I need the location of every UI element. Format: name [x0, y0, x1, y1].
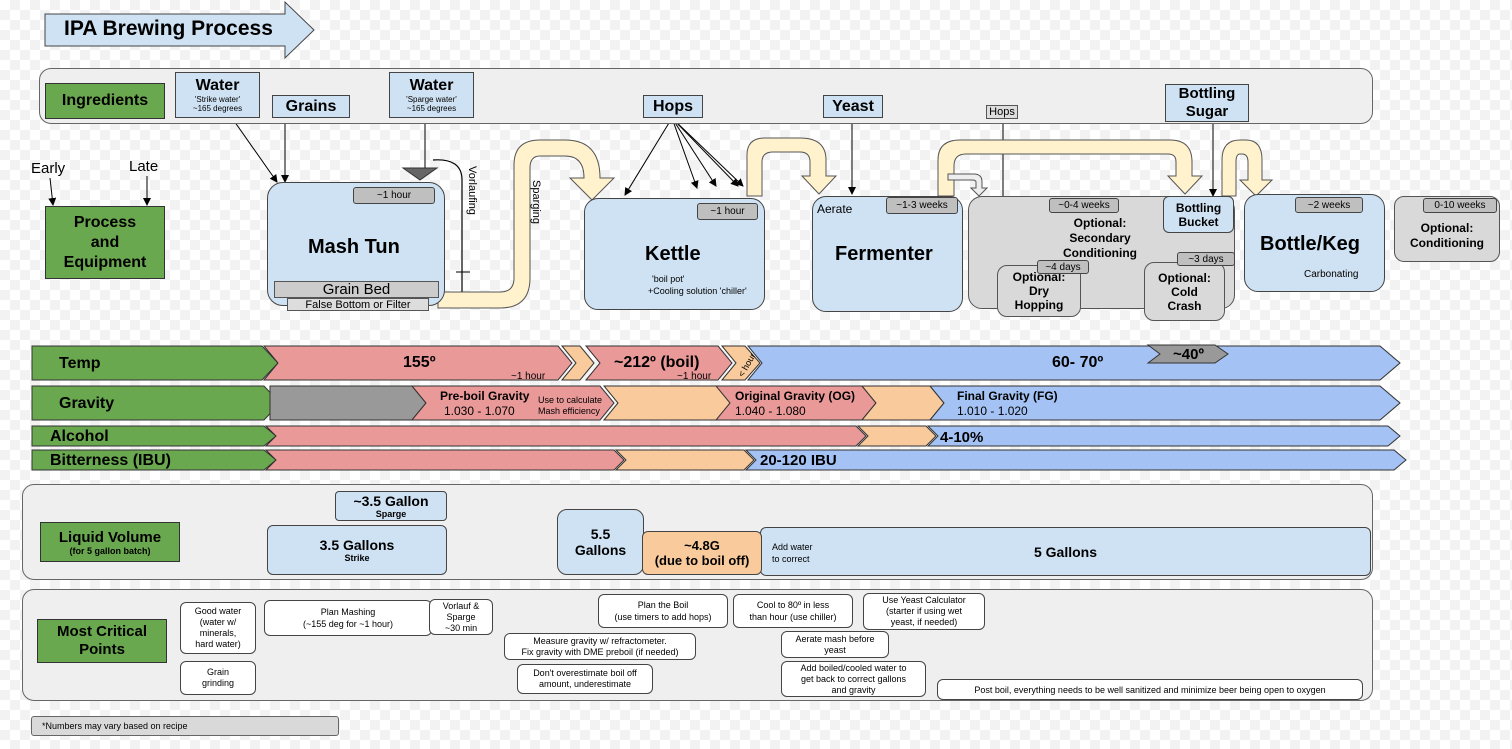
transfer-tube-kettle-fermenter	[746, 137, 838, 197]
final-volume: 5 Gallons	[760, 527, 1371, 576]
preboil-range: 1.030 - 1.070	[444, 404, 515, 418]
temp-boil: ~212º (boil)	[614, 354, 700, 371]
preboil-note-2: Mash efficiency	[538, 406, 600, 416]
kettle-title: Kettle	[645, 243, 701, 265]
yeast-box: Yeast	[823, 95, 883, 118]
ibu-label: Bitterness (IBU)	[50, 452, 171, 469]
bottle-keg-title: Bottle/Keg	[1260, 233, 1360, 255]
hops-box: Hops	[643, 95, 703, 118]
temp-band	[31, 344, 1401, 381]
aerate-label: Aerate	[817, 202, 853, 216]
kettle-note-1: 'boil pot'	[652, 274, 685, 284]
strike-volume: 3.5 Gallons Strike	[267, 525, 447, 575]
grains-box: Grains	[272, 95, 350, 118]
bottle-keg-duration: ~2 weeks	[1295, 197, 1363, 213]
og-title: Original Gravity (OG)	[735, 389, 856, 403]
late-label: Late	[129, 158, 159, 175]
hops-small-box: Hops	[986, 105, 1018, 119]
secondary-duration: ~0-4 weeks	[1049, 198, 1119, 213]
alcohol-label: Alcohol	[50, 428, 109, 445]
alcohol-band	[31, 425, 1401, 447]
ingredients-panel	[39, 68, 1373, 124]
early-label: Early	[31, 160, 66, 177]
liquid-volume-label: Liquid Volume (for 5 gallon batch)	[40, 522, 180, 562]
preboil-title: Pre-boil Gravity	[440, 389, 530, 403]
preboil-note-1: Use to calculate	[538, 395, 603, 405]
critical-good-water: Good water(water w/minerals,hard water)	[180, 602, 256, 654]
arrow-hops-3	[671, 117, 717, 187]
critical-measure-gravity: Measure gravity w/ refractometer.Fix gra…	[504, 633, 696, 660]
ibu-value: 20-120 IBU	[760, 452, 837, 469]
alcohol-value: 4-10%	[940, 429, 984, 446]
boiled-volume: ~4.8G(due to boil off)	[642, 531, 762, 575]
water-strike-box: Water 'Strike water' ~165 degrees	[175, 72, 260, 118]
footnote: *Numbers may vary based on recipe	[31, 716, 339, 736]
title-arrow-shape	[44, 0, 315, 60]
og-range: 1.040 - 1.080	[735, 404, 806, 418]
cold-crash-duration: ~3 days	[1177, 252, 1235, 266]
sparging-label: Sparging	[530, 180, 542, 225]
vorlaufing-label: Vorlaufing	[466, 166, 478, 215]
kettle-duration: ~1 hour	[697, 203, 758, 220]
fermenter-title: Fermenter	[835, 243, 933, 265]
fermenter	[812, 196, 963, 312]
transfer-tube-fermenter-bucket	[937, 139, 1204, 197]
mash-tun-title: Mash Tun	[308, 236, 400, 258]
sparge-volume: ~3.5 Gallon Sparge	[335, 491, 447, 521]
fg-title: Final Gravity (FG)	[957, 389, 1058, 403]
temp-mash-time: ~1 hour	[511, 371, 546, 382]
temp-boil-time: ~1 hour	[677, 371, 712, 382]
temp-mash: 155º	[403, 354, 436, 371]
kettle-note-2: +Cooling solution 'chiller'	[648, 286, 747, 296]
sparge-funnel	[401, 167, 439, 181]
ingredients-label: Ingredients	[45, 83, 165, 119]
false-bottom: False Bottom or Filter	[287, 298, 429, 311]
mash-tun-duration: ~1 hour	[353, 187, 435, 204]
transfer-fermenter-secondary	[947, 173, 989, 197]
arrow-hops-1	[624, 117, 673, 196]
conditioning-label: Optional:Conditioning	[1410, 221, 1484, 250]
grain-bed: Grain Bed	[274, 281, 439, 298]
fermenter-duration: ~1-3 weeks	[886, 197, 958, 214]
conditioning-duration: 0-10 weeks	[1423, 198, 1497, 213]
dry-hopping-duration: ~4 days	[1037, 260, 1089, 274]
gravity-label: Gravity	[59, 395, 115, 412]
arrow-hops-2	[671, 117, 699, 189]
arrow-water-to-mash	[231, 117, 278, 183]
add-water-note-2: to correct	[772, 554, 810, 564]
critical-vorlauf-sparge: Vorlauf &Sparge~30 min	[429, 599, 493, 635]
ibu-band	[31, 449, 1407, 471]
temp-label: Temp	[59, 355, 101, 372]
add-water-note-1: Add water	[772, 542, 813, 552]
arrow-hops-5	[671, 117, 739, 187]
temp-ferment: 60- 70º	[1052, 354, 1104, 371]
arrow-hops-4	[671, 117, 744, 187]
temp-crash: ~40º	[1173, 346, 1204, 363]
critical-post-boil: Post boil, everything needs to be well s…	[937, 679, 1363, 700]
gravity-band	[31, 385, 1401, 421]
transfer-tube-bucket-bottle	[1221, 139, 1274, 197]
critical-yeast-calc: Use Yeast Calculator(starter if using we…	[863, 593, 985, 630]
water-sparge-box: Water 'Sparge water' ~165 degrees	[389, 72, 474, 118]
carbonating-label: Carbonating	[1304, 269, 1359, 280]
fg-range: 1.010 - 1.020	[957, 404, 1028, 418]
page-title: IPA Brewing Process	[64, 17, 273, 40]
critical-plan-boil: Plan the Boil(use timers to add hops)	[598, 594, 728, 628]
critical-plan-mashing: Plan Mashing(~155 deg for ~1 hour)	[264, 600, 432, 636]
